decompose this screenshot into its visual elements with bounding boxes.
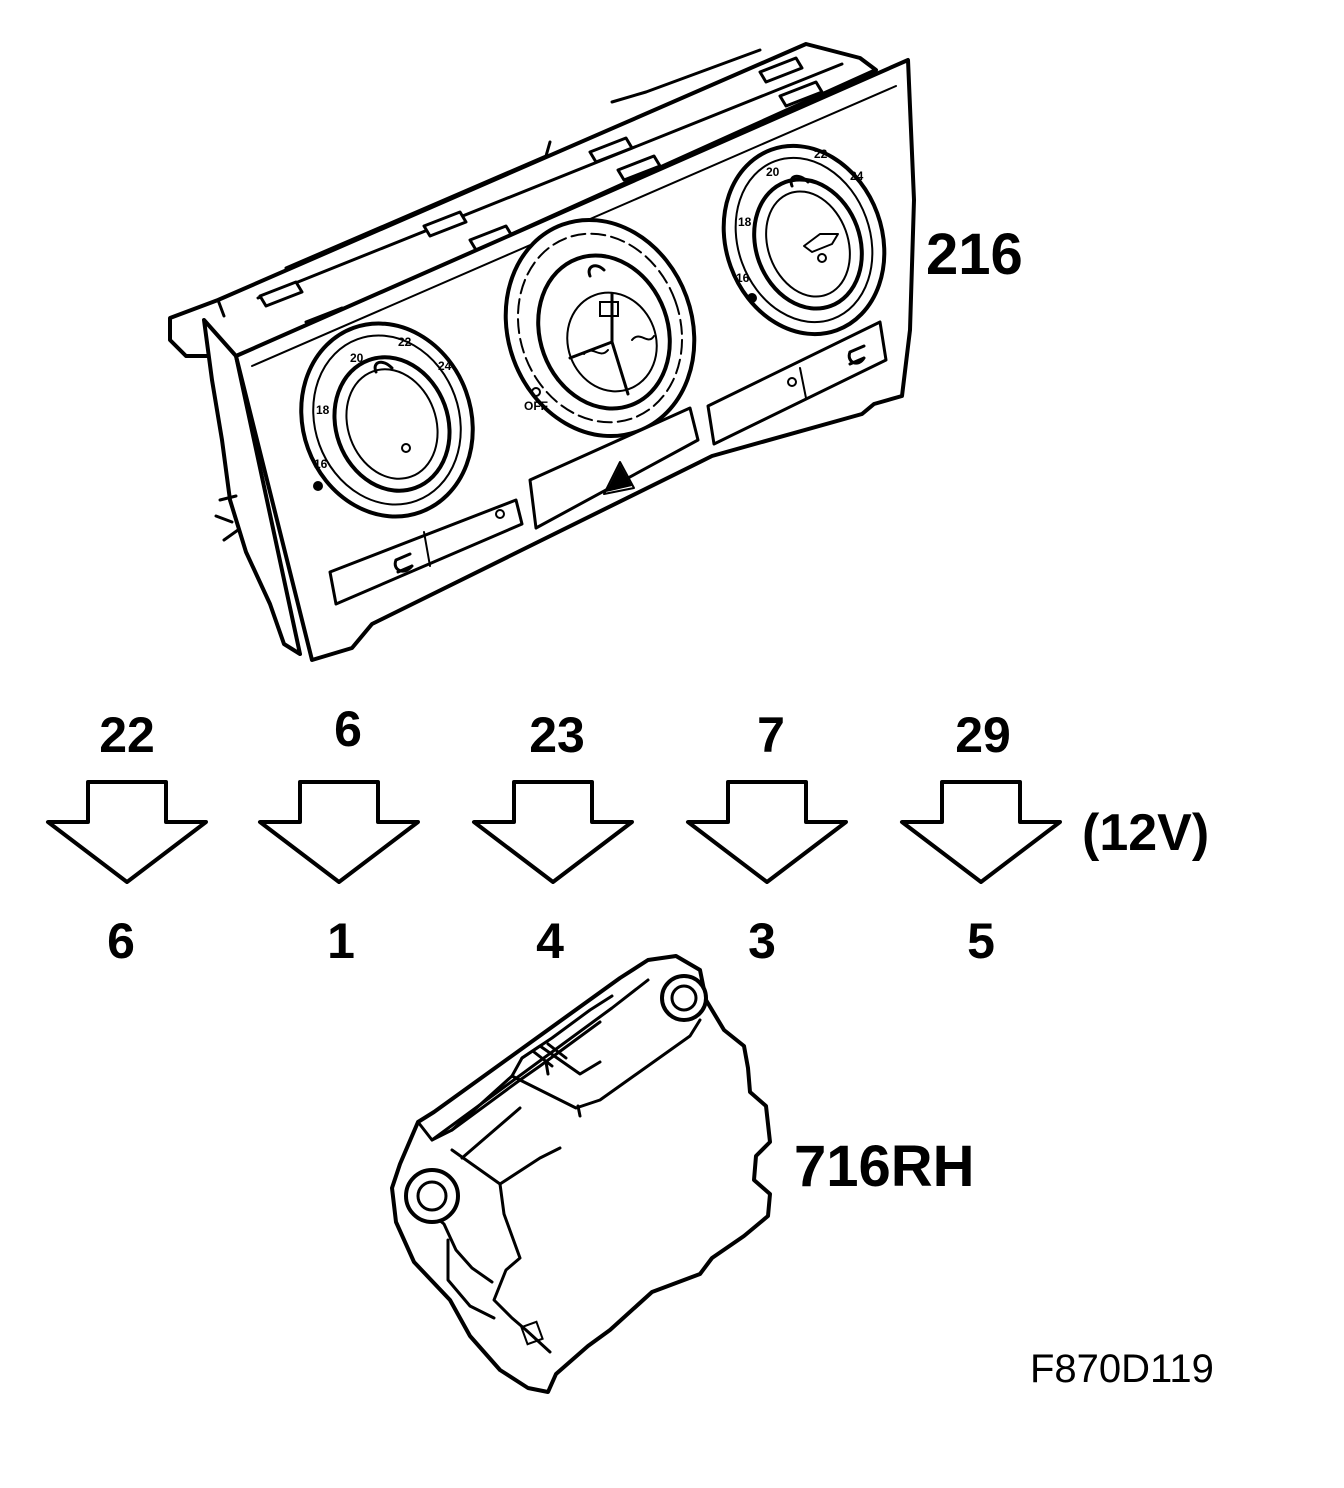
panel-pin-label: 29 [955, 707, 1011, 763]
connection-5: 29 5 [900, 707, 1062, 969]
right-dial-mark-18: 18 [738, 215, 752, 229]
panel-pin-label: 22 [99, 707, 155, 763]
left-dial-mark-24: 24 [438, 359, 452, 373]
panel-pin-label: 23 [529, 707, 585, 763]
right-dial-mark-22: 22 [814, 147, 828, 161]
down-arrow-icon [258, 780, 420, 884]
left-dial-mark-16: 16 [314, 457, 328, 471]
fan-dial-off-label: OFF [524, 399, 548, 413]
actuator-pin-label: 5 [967, 913, 995, 969]
connection-1: 22 6 [46, 707, 208, 969]
actuator-pin-label: 6 [107, 913, 135, 969]
left-dial-mark-20: 20 [350, 351, 364, 365]
down-arrow-icon [46, 780, 208, 884]
right-dial-mark-20: 20 [766, 165, 780, 179]
down-arrow-icon [900, 780, 1062, 884]
panel-pin-label: 7 [757, 707, 785, 763]
actuator-pin-label: 1 [327, 913, 355, 969]
control-panel-label: 216 [926, 222, 1023, 287]
supply-voltage-note: (12V) [1082, 804, 1209, 862]
damper-actuator-motor-icon [390, 954, 772, 1394]
panel-pin-label: 6 [334, 701, 362, 757]
right-dial-mark-16: 16 [736, 271, 750, 285]
figure-code: F870D119 [1030, 1347, 1214, 1391]
climate-control-panel-icon: 16 18 20 22 24 OFF 16 18 20 22 24 [168, 42, 916, 662]
connection-2: 6 1 [258, 701, 420, 969]
left-dial-mark-18: 18 [316, 403, 330, 417]
actuator-pin-label: 4 [536, 913, 564, 969]
connection-3: 23 4 [472, 707, 634, 969]
right-dial-mark-24: 24 [850, 169, 864, 183]
actuator-label: 716RH [794, 1134, 975, 1199]
down-arrow-icon [686, 780, 848, 884]
left-dial-mark-22: 22 [398, 335, 412, 349]
connection-4: 7 3 [686, 707, 848, 969]
actuator-pin-label: 3 [748, 913, 776, 969]
down-arrow-icon [472, 780, 634, 884]
